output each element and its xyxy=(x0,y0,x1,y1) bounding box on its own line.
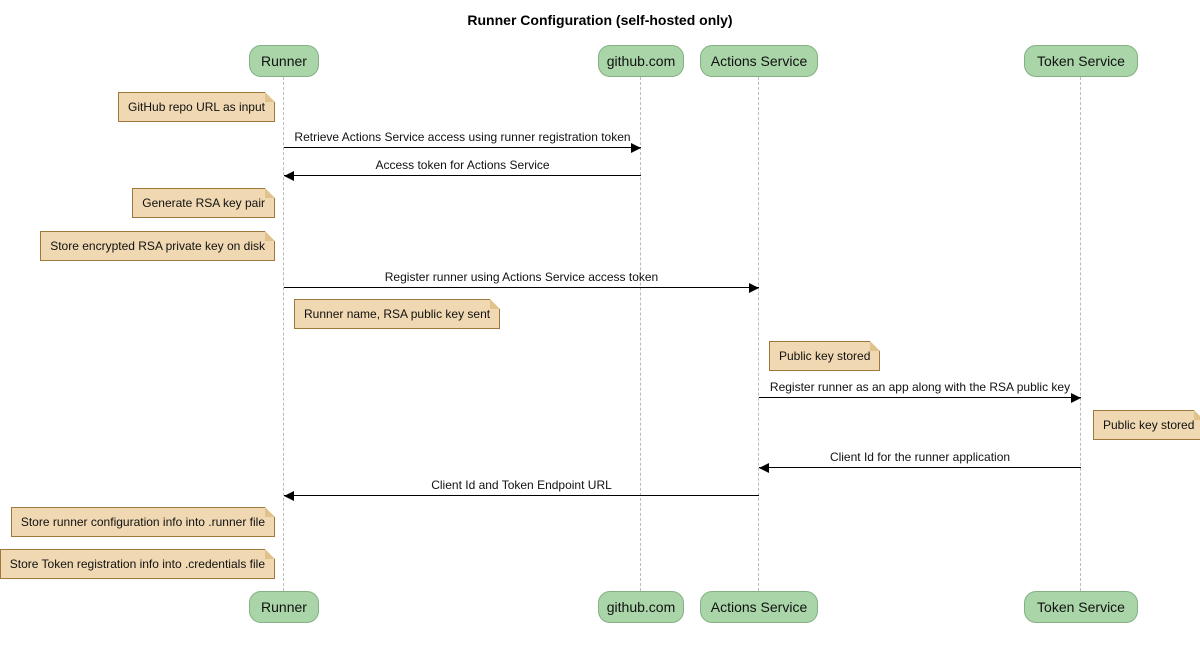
note-2: Generate RSA key pair xyxy=(132,188,275,218)
note-folded-corner-icon xyxy=(870,341,881,351)
note-folded-corner-icon xyxy=(265,231,275,241)
note-folded-corner-icon xyxy=(265,188,275,198)
lifeline-actions-service xyxy=(758,77,759,591)
participant-top-actions-service: Actions Service xyxy=(700,45,818,77)
message-line-5 xyxy=(759,463,1081,473)
message-label-4: Register runner as an app along with the… xyxy=(769,380,1071,394)
note-folded-corner-icon xyxy=(265,507,275,517)
message-label-6: Client Id and Token Endpoint URL xyxy=(431,478,612,492)
arrowhead-left-icon xyxy=(284,491,294,501)
note-8: Store Token registration info into .cred… xyxy=(0,549,275,579)
lifeline-github-com xyxy=(640,77,641,591)
arrowhead-left-icon xyxy=(759,463,769,473)
note-folded-corner-icon xyxy=(265,92,275,102)
note-folded-corner-icon xyxy=(1194,410,1200,420)
message-line-2 xyxy=(284,171,641,181)
lifeline-runner xyxy=(283,77,284,591)
note-folded-corner-icon xyxy=(265,549,275,559)
message-line-1 xyxy=(284,143,641,153)
message-label-2: Access token for Actions Service xyxy=(375,158,550,172)
note-1: GitHub repo URL as input xyxy=(118,92,275,122)
note-3: Store encrypted RSA private key on disk xyxy=(40,231,275,261)
participant-bottom-actions-service: Actions Service xyxy=(700,591,818,623)
arrowhead-right-icon xyxy=(749,283,759,293)
arrowhead-left-icon xyxy=(284,171,294,181)
note-folded-corner-icon xyxy=(490,299,501,309)
participant-top-token-service: Token Service xyxy=(1024,45,1138,77)
arrowhead-right-icon xyxy=(631,143,641,153)
note-6: Public key stored xyxy=(1093,410,1200,440)
participant-bottom-token-service: Token Service xyxy=(1024,591,1138,623)
lifeline-token-service xyxy=(1080,77,1081,591)
arrowhead-right-icon xyxy=(1071,393,1081,403)
participant-bottom-runner: Runner xyxy=(249,591,319,623)
message-line-6 xyxy=(284,491,759,501)
message-label-1: Retrieve Actions Service access using ru… xyxy=(294,130,631,144)
note-5: Public key stored xyxy=(769,341,881,371)
note-7: Store runner configuration info into .ru… xyxy=(10,507,275,537)
message-line-3 xyxy=(284,283,759,293)
participant-bottom-github-com: github.com xyxy=(598,591,684,623)
participant-top-github-com: github.com xyxy=(598,45,684,77)
note-4: Runner name, RSA public key sent xyxy=(294,299,501,329)
diagram-title: Runner Configuration (self-hosted only) xyxy=(467,12,733,28)
message-label-5: Client Id for the runner application xyxy=(829,450,1011,464)
message-label-3: Register runner using Actions Service ac… xyxy=(384,270,659,284)
message-line-4 xyxy=(759,393,1081,403)
participant-top-runner: Runner xyxy=(249,45,319,77)
